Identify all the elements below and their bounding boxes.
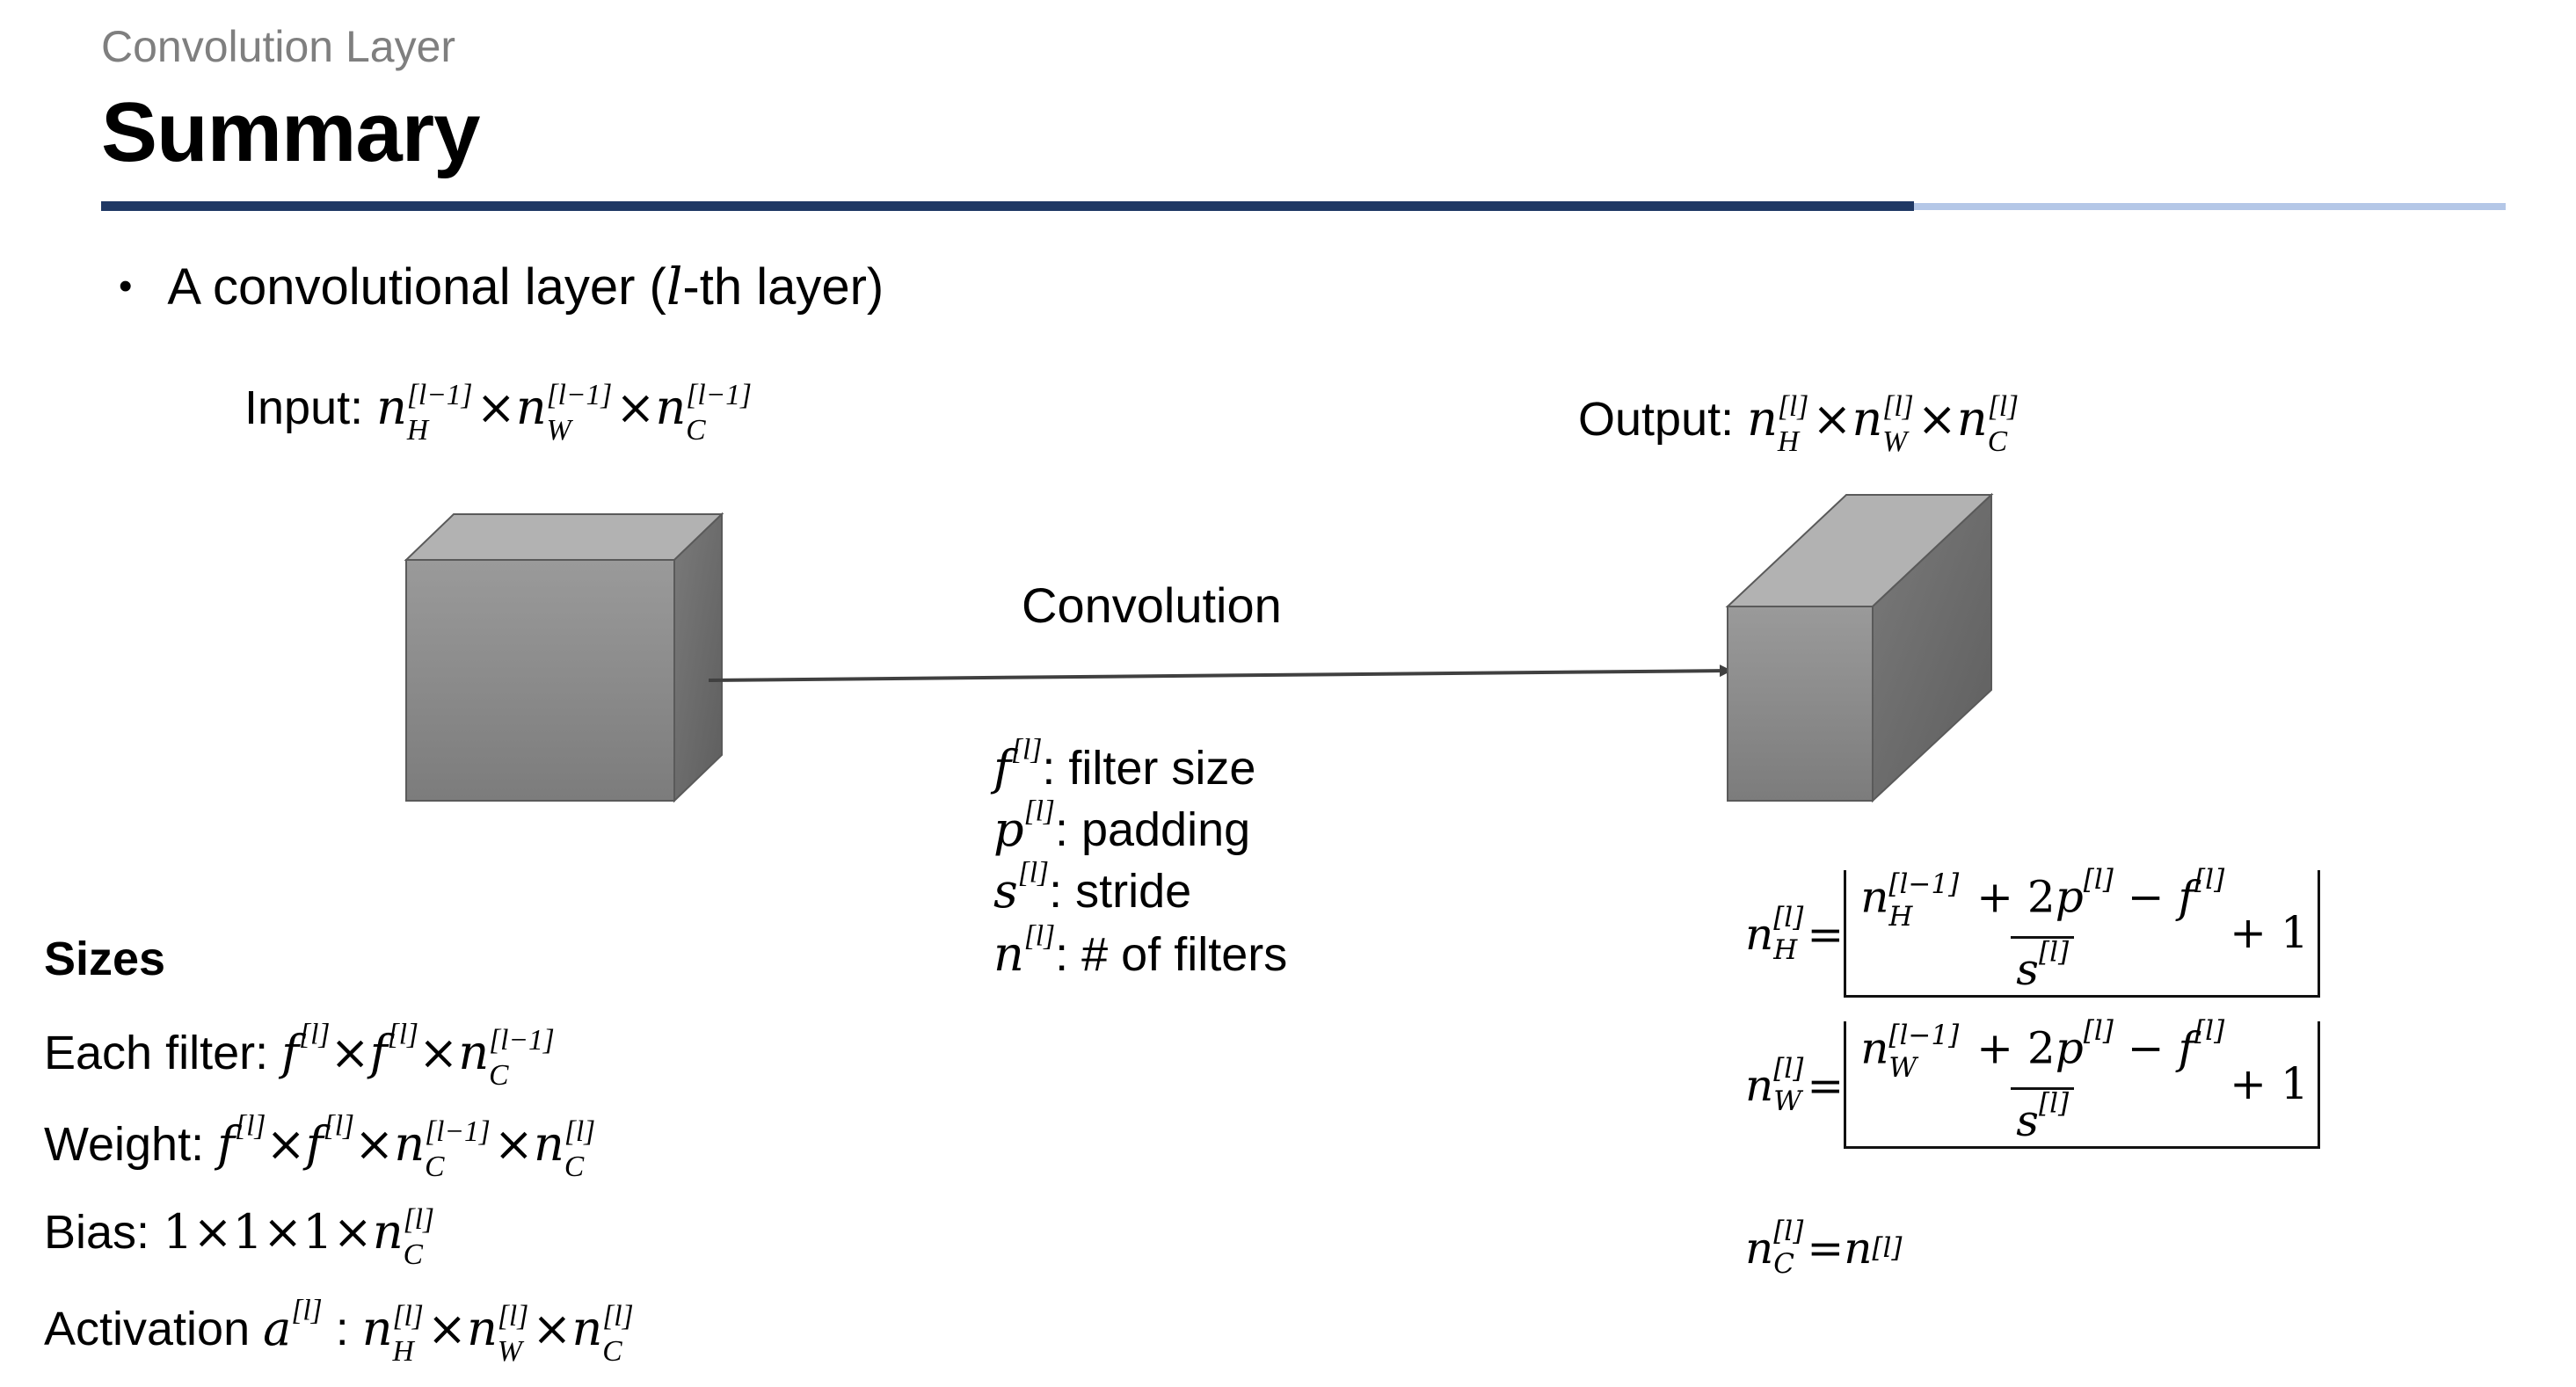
size-label: Activation [44,1303,264,1355]
input-box-top [404,513,724,561]
times: × [1917,391,1957,447]
output-label-text: Output: [1578,393,1748,446]
input-box-face [405,559,675,802]
output-h-stack: [l]H [1777,390,1809,458]
param-padding: p[l]: padding [993,795,1251,857]
param-desc: : filter size [1042,742,1256,795]
formula-nc: n[l]C = n[l] [1745,1216,1903,1280]
page-title: Summary [101,85,481,179]
times: × [1812,391,1852,447]
bullet-item: • A convolutional layer (l-th layer) [119,257,884,316]
bullet-var: l [666,257,683,316]
input-n2: n [515,380,547,435]
bullet-dot: • [119,265,133,308]
output-label: Output: n[l]H×n[l]W×n[l]C [1578,391,2022,457]
param-var: p [993,802,1024,857]
floor-bracket: n[l−1]W + 2p[l] − f[l] s[l] + 1 [1844,1015,2320,1150]
param-stride: s[l]: stride [993,856,1192,919]
output-volume-box [1725,492,1994,803]
size-each-filter: Each filter: f[l]×f[l]×n[l−1]C [44,1018,555,1092]
size-label: Bias: [44,1206,164,1259]
output-box-face [1727,606,1874,802]
param-filter-size: f[l]: filter size [993,733,1256,795]
param-desc: : # of filters [1055,928,1288,981]
output-c-stack: [l]C [1987,390,2019,458]
param-var: f [993,740,1011,795]
output-n1: n [1747,391,1778,447]
fraction: n[l−1]W + 2p[l] − f[l] s[l] [1860,1015,2225,1147]
output-n2: n [1852,391,1883,447]
param-num-filters: n[l]: # of filters [993,919,1288,982]
size-activation: Activation a[l] : n[l]H×n[l]W×n[l]C [44,1294,634,1368]
input-label-text: Input: [244,381,377,434]
input-box-side [673,512,723,803]
formula-nh: n[l]H = n[l−1]H + 2p[l] − f[l] s[l] + 1 [1745,864,2320,998]
convolution-arrow [708,664,1732,682]
size-bias: Bias: 1×1×1×n[l]C [44,1203,435,1271]
param-var: n [993,926,1024,982]
input-volume-box [404,512,724,803]
input-n3: n [655,380,687,435]
times: × [476,380,516,435]
input-n1: n [376,380,407,435]
input-h-stack: [l−1]H [406,379,473,447]
size-label: Weight: [44,1118,218,1171]
param-desc: : stride [1049,865,1192,918]
param-desc: : padding [1054,803,1251,856]
times: × [615,380,656,435]
sizes-heading: Sizes [44,933,166,985]
size-weight: Weight: f[l]×f[l]×n[l−1]C×n[l]C [44,1109,596,1183]
floor-bracket: n[l−1]H + 2p[l] − f[l] s[l] + 1 [1844,864,2320,998]
convolution-label: Convolution [1022,577,1282,633]
output-w-stack: [l]W [1882,390,1914,458]
output-n3: n [1956,391,1988,447]
title-rule-light [1914,203,2506,210]
bullet-text: A convolutional layer ( [167,258,666,316]
size-label: Each filter: [44,1027,282,1079]
param-var: s [993,863,1018,919]
input-label: Input: n[l−1]H×n[l−1]W×n[l−1]C [244,380,755,446]
title-rule-dark [101,201,1914,211]
section-label: Convolution Layer [101,22,456,71]
bullet-text-after: -th layer) [682,258,884,316]
formula-nw: n[l]W = n[l−1]W + 2p[l] − f[l] s[l] + 1 [1745,1015,2320,1150]
fraction: n[l−1]H + 2p[l] − f[l] s[l] [1860,864,2225,996]
input-c-stack: [l−1]C [686,379,752,447]
input-w-stack: [l−1]W [546,379,613,447]
